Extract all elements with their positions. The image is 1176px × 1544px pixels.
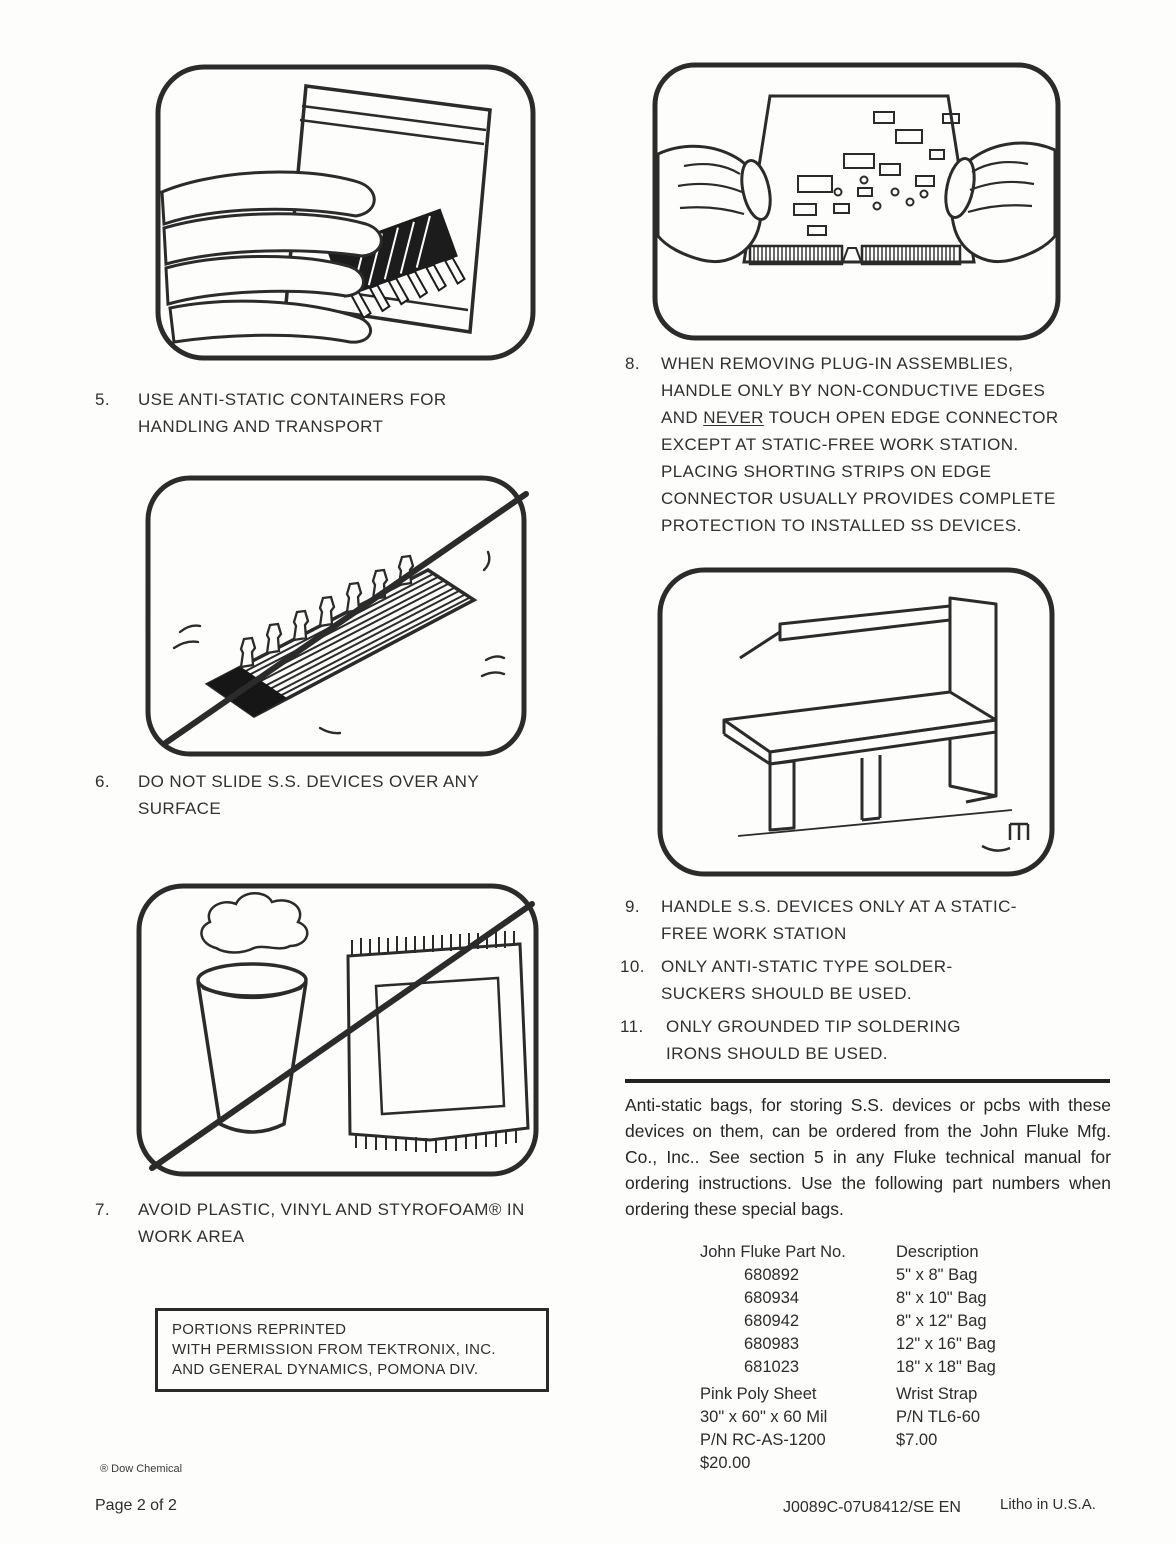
item-number: 9.	[625, 897, 640, 916]
item-text-segment: TOUCH OPEN EDGE CONNECTOR EXCEPT AT STAT…	[661, 408, 1059, 535]
instruction-item-9: 9. HANDLE S.S. DEVICES ONLY AT A STATIC-…	[625, 893, 1045, 947]
device-sliding-figure	[145, 475, 529, 757]
right-hand	[944, 141, 1057, 263]
figure-frame	[652, 62, 1061, 341]
styrofoam-cup	[196, 892, 309, 1134]
dow-trademark-note: ® Dow Chemical	[100, 1463, 183, 1475]
ic-device	[204, 554, 478, 719]
left-hand	[656, 144, 772, 263]
motion-marks	[172, 550, 506, 735]
column-header-part: John Fluke Part No.	[700, 1243, 846, 1261]
item-text: USE ANTI-STATIC CONTAINERS FOR HANDLING …	[138, 390, 447, 436]
instruction-item-10: 10. ONLY ANTI-STATIC TYPE SOLDER-SUCKERS…	[620, 953, 1040, 1007]
product-name: Wrist Strap	[896, 1385, 978, 1403]
page-number: Page 2 of 2	[95, 1497, 177, 1514]
permission-line: PORTIONS REPRINTED	[172, 1321, 347, 1338]
part-description: 5" x 8" Bag	[896, 1266, 978, 1284]
edge-connector	[748, 244, 962, 266]
item-number: 6.	[95, 772, 110, 791]
item-text: WHEN REMOVING PLUG-IN ASSEMBLIES, HANDLE…	[661, 350, 1063, 539]
item-number: 7.	[95, 1200, 110, 1219]
underlined-word: NEVER	[703, 408, 764, 427]
ordering-table: John Fluke Part No. Description 680892 5…	[700, 1241, 1115, 1379]
work-station-figure	[657, 567, 1055, 877]
part-number: 680934	[744, 1289, 800, 1307]
product-part-number: P/N RC-AS-1200	[700, 1431, 826, 1449]
table-row: 681023 18" x 18" Bag	[700, 1356, 1115, 1379]
litho-note: Litho in U.S.A.	[1000, 1496, 1096, 1513]
plastic-sheet	[346, 931, 530, 1153]
section-divider	[625, 1079, 1110, 1083]
item-text: ONLY ANTI-STATIC TYPE SOLDER-SUCKERS SHO…	[661, 957, 953, 1003]
instruction-item-8: 8. WHEN REMOVING PLUG-IN ASSEMBLIES, HAN…	[625, 350, 1075, 539]
figure-frame	[136, 883, 539, 1177]
item-number: 8.	[625, 354, 640, 373]
wrist-strap-block: Wrist Strap P/N TL6-60 $7.00	[896, 1383, 980, 1452]
circuit-board	[742, 94, 976, 266]
item-number: 5.	[95, 390, 110, 409]
product-size: 30" x 60" x 60 Mil	[700, 1408, 828, 1426]
instruction-item-7: 7. AVOID PLASTIC, VINYL AND STYROFOAM® I…	[95, 1196, 575, 1250]
permission-line: WITH PERMISSION FROM TEKTRONIX, INC.	[172, 1341, 496, 1358]
figure-frame	[155, 64, 536, 361]
table-row: 680934 8" x 10" Bag	[700, 1287, 1115, 1310]
pcb-handling-figure	[652, 62, 1061, 341]
hand	[160, 170, 383, 344]
item-text: DO NOT SLIDE S.S. DEVICES OVER ANY SURFA…	[138, 772, 479, 818]
work-bench	[722, 596, 1013, 837]
anti-static-bag-figure	[155, 64, 536, 361]
item-text: HANDLE S.S. DEVICES ONLY AT A STATIC-FRE…	[661, 897, 1017, 943]
ordering-paragraph: Anti-static bags, for storing S.S. devic…	[625, 1095, 1111, 1219]
table-row: 680983 12" x 16" Bag	[700, 1333, 1115, 1356]
ground-cord	[981, 822, 1030, 852]
instruction-item-6: 6. DO NOT SLIDE S.S. DEVICES OVER ANY SU…	[95, 768, 515, 822]
figure-frame	[657, 567, 1055, 877]
item-number: 10.	[620, 957, 645, 976]
item-text: AVOID PLASTIC, VINYL AND STYROFOAM® IN W…	[138, 1200, 525, 1246]
styrofoam-figure	[136, 883, 539, 1177]
part-number: 680983	[744, 1335, 800, 1353]
part-number: 681023	[744, 1358, 800, 1376]
item-text: ONLY GROUNDED TIP SOLDERING IRONS SHOULD…	[666, 1017, 961, 1063]
figure-frame	[145, 475, 527, 757]
document-code: J0089C-07U8412/SE EN	[783, 1499, 961, 1516]
product-part-number: P/N TL6-60	[896, 1408, 981, 1426]
item-number: 11.	[620, 1017, 644, 1036]
product-price: $20.00	[700, 1454, 751, 1472]
product-name: Pink Poly Sheet	[700, 1385, 817, 1403]
product-price: $7.00	[896, 1431, 938, 1449]
slash-line	[149, 901, 535, 1171]
part-description: 18" x 18" Bag	[896, 1358, 996, 1376]
instruction-item-5: 5. USE ANTI-STATIC CONTAINERS FOR HANDLI…	[95, 386, 555, 440]
instruction-item-11: 11. ONLY GROUNDED TIP SOLDERING IRONS SH…	[620, 1013, 1040, 1067]
table-row: 680892 5" x 8" Bag	[700, 1264, 1115, 1287]
part-description: 8" x 12" Bag	[896, 1312, 987, 1330]
part-description: 8" x 10" Bag	[896, 1289, 987, 1307]
pink-poly-sheet-block: Pink Poly Sheet 30" x 60" x 60 Mil P/N R…	[700, 1383, 827, 1475]
permission-notice-box: PORTIONS REPRINTED WITH PERMISSION FROM …	[155, 1308, 549, 1392]
column-header-desc: Description	[896, 1243, 979, 1261]
slash-line	[161, 491, 529, 747]
item-text-segment: WHEN REMOVING PLUG-IN ASSEMBLIES, HANDLE…	[661, 354, 1046, 427]
part-number: 680892	[744, 1266, 800, 1284]
table-header-row: John Fluke Part No. Description	[700, 1241, 1115, 1264]
part-number: 680942	[744, 1312, 800, 1330]
part-description: 12" x 16" Bag	[896, 1335, 996, 1353]
table-row: 680942 8" x 12" Bag	[700, 1310, 1115, 1333]
permission-line: AND GENERAL DYNAMICS, POMONA DIV.	[172, 1361, 479, 1378]
